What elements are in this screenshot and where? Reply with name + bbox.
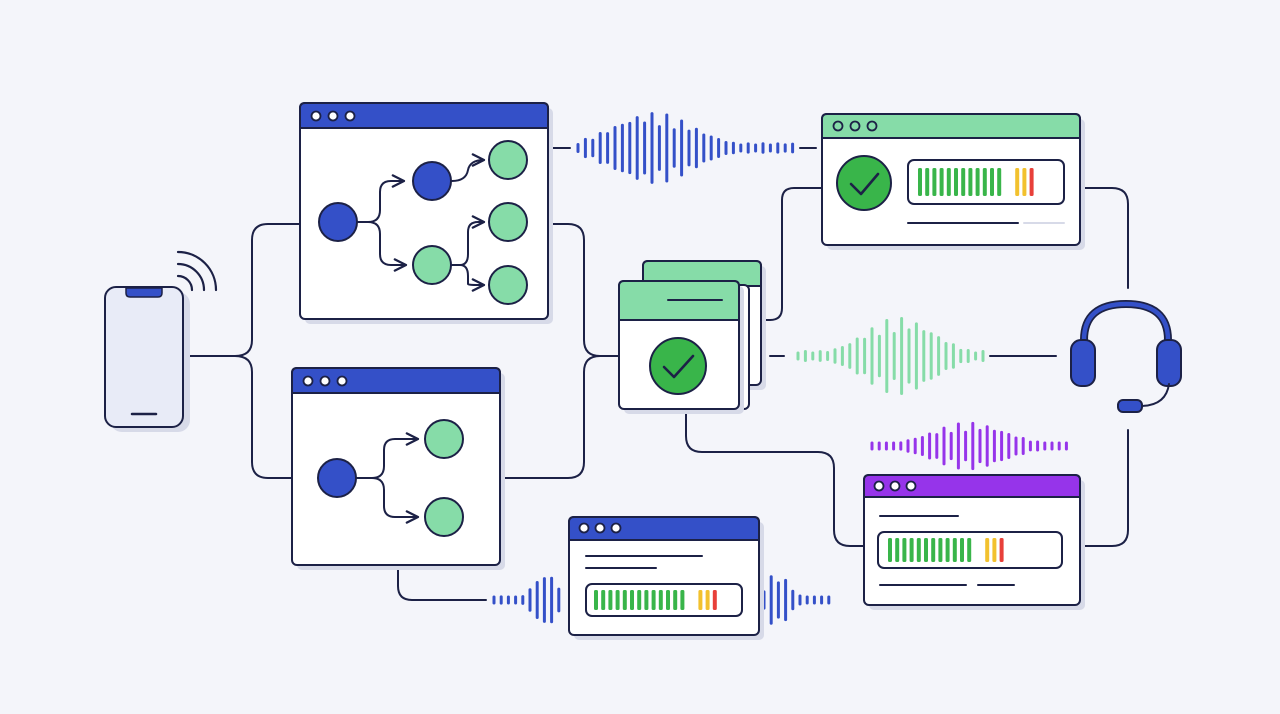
checkmark-circle-icon: [649, 337, 707, 395]
meter-bar-green: [601, 590, 606, 610]
meter-bar-green: [909, 538, 914, 562]
meter-bar-green: [895, 538, 900, 562]
meter-bar-green: [960, 538, 964, 562]
meter-bar-green: [931, 538, 936, 562]
meter-bar-green: [615, 590, 620, 610]
meter-bar-green: [946, 168, 951, 196]
meter-bar-green: [916, 538, 921, 562]
wifi-signal-icon: [176, 250, 218, 292]
meter-bar-green: [888, 538, 892, 562]
window-dots: [302, 375, 348, 387]
meter-bar-green: [967, 538, 972, 562]
waveform-bottom-right-blue: [762, 575, 831, 625]
window-dots: [832, 120, 878, 132]
meter-bar-red: [712, 590, 717, 610]
meter-bar-green: [932, 168, 937, 196]
meter-bar-green: [658, 590, 663, 610]
meter-bar-green: [680, 590, 685, 610]
meter-bar-green: [594, 590, 598, 610]
meter-bar-green: [673, 590, 678, 610]
meter-bars: [594, 590, 717, 610]
flow-panel-bottom: [291, 367, 505, 570]
meter-bar-green: [945, 538, 950, 562]
meter-bar-green: [622, 590, 627, 610]
meter-bar-green: [637, 590, 642, 610]
meter-bar-red: [999, 538, 1004, 562]
headset-icon: [1070, 299, 1182, 413]
meter-bar-yellow: [705, 590, 710, 610]
meter-bar-yellow: [992, 538, 997, 562]
waveform-center-green: [796, 317, 985, 395]
smartphone-icon: [104, 286, 190, 432]
meter-bar-green: [954, 168, 958, 196]
branching-flow-icon: [317, 419, 464, 537]
quality-panel-purple: [863, 474, 1085, 610]
meter-bar-green: [938, 538, 943, 562]
window-dots: [310, 110, 356, 122]
meter-bar-green: [975, 168, 980, 196]
meter-bar-green: [997, 168, 1002, 196]
meter-bar-green: [666, 590, 670, 610]
meter-bar-green: [968, 168, 973, 196]
connector-lines: [185, 147, 1129, 601]
meter-bar-green: [939, 168, 944, 196]
meter-bar-yellow: [985, 538, 990, 562]
meter-bar-yellow: [1022, 168, 1027, 196]
meter-bar-green: [630, 590, 634, 610]
meter-bar-green: [990, 168, 994, 196]
meter-bars: [918, 168, 1034, 196]
meter-bar-green: [644, 590, 649, 610]
window-dots: [873, 480, 917, 492]
meter-bar-yellow: [698, 590, 703, 610]
window-dots: [578, 522, 622, 534]
meter-bar-green: [902, 538, 907, 562]
check-card-stack: [618, 260, 766, 414]
meter-bar-red: [1029, 168, 1034, 196]
waveform-bottom-left-blue: [492, 576, 561, 624]
meter-bar-green: [608, 590, 613, 610]
checkmark-circle-icon: [836, 155, 892, 211]
meter-bar-yellow: [1015, 168, 1020, 196]
meter-bar-green: [982, 168, 987, 196]
meter-bar-green: [925, 168, 930, 196]
meter-bar-green: [952, 538, 957, 562]
branching-flow-icon: [318, 140, 528, 305]
meter-bar-green: [651, 590, 656, 610]
quality-panel-top-right: [821, 113, 1085, 250]
waveform-top-blue: [576, 112, 795, 184]
meter-bar-green: [924, 538, 928, 562]
flow-panel-top: [299, 102, 553, 324]
quality-panel-bottom-center: [568, 516, 764, 640]
waveform-purple: [870, 421, 1068, 471]
meter-bar-green: [961, 168, 966, 196]
meter-bar-green: [918, 168, 922, 196]
meter-bars: [888, 538, 1004, 562]
